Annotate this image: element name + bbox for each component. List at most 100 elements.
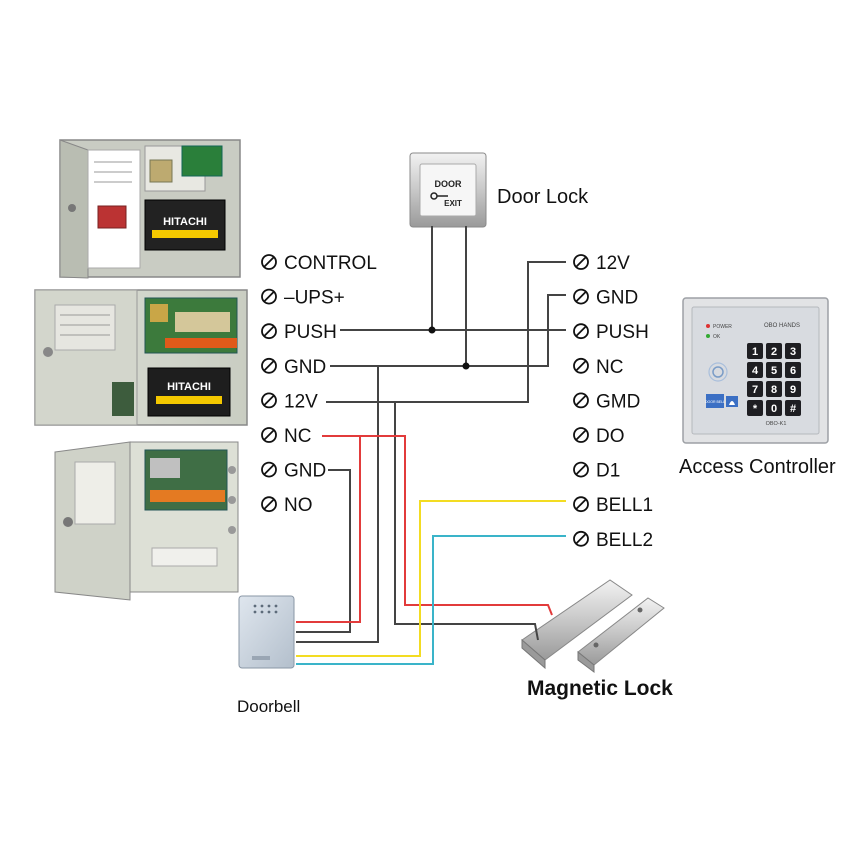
svg-text:0: 0 <box>771 403 777 415</box>
controller-terminal-d1-6: D1 <box>573 461 620 482</box>
psu-gnd2-to-lock <box>296 469 351 633</box>
wires <box>296 226 566 665</box>
screw-terminal-icon <box>261 254 277 270</box>
lock-icon <box>68 204 76 212</box>
controller-terminal-label: BELL2 <box>596 530 653 551</box>
psu-terminal-ups-1: –UPS+ <box>261 288 345 309</box>
controller-terminal-bell1-7: BELL1 <box>573 495 653 516</box>
screw-terminal-icon <box>573 392 589 409</box>
controller-terminal-nc-3: NC <box>573 357 623 378</box>
svg-text:4: 4 <box>752 365 759 377</box>
psu-terminal-label: PUSH <box>284 322 337 343</box>
screw-terminal-icon <box>573 530 589 547</box>
svg-text:9: 9 <box>790 384 796 396</box>
psu-terminal-12v-4: 12V <box>261 391 318 412</box>
screw-terminal-icon <box>573 496 589 513</box>
svg-text:7: 7 <box>752 384 758 396</box>
keypad-model: OBO-K1 <box>766 421 787 427</box>
psu-terminal-control-0: CONTROL <box>261 253 377 274</box>
svg-text:1: 1 <box>752 346 758 358</box>
screw-terminal-icon <box>261 496 277 513</box>
screw-terminal-icon <box>573 323 589 340</box>
svg-text:6: 6 <box>790 365 796 377</box>
svg-text:3: 3 <box>790 346 796 358</box>
ok-led <box>706 334 710 338</box>
keypad-key-5: 5 <box>766 362 782 378</box>
door-lock-label: Door Lock <box>497 186 589 208</box>
screw-terminal-icon <box>573 427 589 443</box>
keypad-brand: OBO HANDS <box>764 323 800 329</box>
psu-terminal-label: GND <box>284 461 326 482</box>
bell1-yellow <box>296 500 566 657</box>
keypad-key-8: 8 <box>766 381 782 397</box>
screw-terminal-icon <box>261 427 277 443</box>
exit-button-line1: DOOR <box>435 179 463 189</box>
controller-terminal-12v-0: 12V <box>573 253 630 274</box>
door-bell-button-label: DOOR BELL <box>705 400 725 404</box>
door-exit-button: DOOR EXIT <box>409 152 487 228</box>
keypad-key-3: 3 <box>785 343 801 359</box>
wire-junction-1 <box>462 362 470 370</box>
keypad-key-9: 9 <box>785 381 801 397</box>
keypad-key-2: 2 <box>766 343 782 359</box>
screw-terminal-icon <box>261 392 277 409</box>
psu-terminal-label: –UPS+ <box>284 288 345 309</box>
nc-red-to-doorbell <box>296 435 361 623</box>
battery <box>144 199 226 251</box>
controller-terminal-label: GND <box>596 288 638 309</box>
wire-junction-0 <box>428 326 436 334</box>
keypad-key-7: 7 <box>747 381 763 397</box>
controller-terminal-label: BELL1 <box>596 495 653 516</box>
controller-terminal-bell2-8: BELL2 <box>573 530 653 551</box>
keys-icon <box>112 382 134 416</box>
psu-terminal-push-2: PUSH <box>261 322 337 343</box>
power-supply-box-3 <box>54 441 239 601</box>
key-icon <box>430 192 448 200</box>
keypad-key-4: 4 <box>747 362 763 378</box>
access-controller-label: Access Controller <box>679 456 836 478</box>
svg-text:#: # <box>790 403 796 415</box>
controller-terminal-label: NC <box>596 357 623 378</box>
screw-terminal-icon <box>573 288 589 305</box>
magnetic-lock-device <box>521 579 665 673</box>
psu-gnd-to-doorbell <box>296 366 379 643</box>
rfid-icon <box>708 362 728 382</box>
keypad-key-star: * <box>747 400 763 416</box>
psu-terminal-gnd-3: GND <box>261 357 326 378</box>
screw-terminal-icon <box>261 323 277 340</box>
psu-terminal-block: CONTROL –UPS+ PUSH GND 12V NC GND NO <box>261 253 377 516</box>
keypad-key-6: 6 <box>785 362 801 378</box>
screw-terminal-icon <box>573 461 589 478</box>
svg-text:5: 5 <box>771 365 777 377</box>
lock-icon <box>43 347 53 357</box>
power-supply-box-2: HITACHI <box>34 289 248 426</box>
keypad-key-hash: # <box>785 400 801 416</box>
controller-terminal-gmd-4: GMD <box>573 391 640 412</box>
svg-text:*: * <box>753 403 758 415</box>
doorbell-label: Doorbell <box>237 697 300 716</box>
door-bell-button <box>706 394 724 408</box>
bell-icon <box>726 396 738 407</box>
psu-terminal-label: NC <box>284 426 311 447</box>
psu-terminal-label: NO <box>284 495 313 516</box>
exit-button-line2: EXIT <box>444 199 462 208</box>
bell2-cyan <box>296 535 566 665</box>
controller-terminal-do-5: DO <box>573 426 625 447</box>
controller-terminal-label: D1 <box>596 461 620 482</box>
controller-terminal-label: DO <box>596 426 625 447</box>
battery-brand: HITACHI <box>167 381 211 393</box>
screw-terminal-icon <box>261 461 277 478</box>
battery-brand: HITACHI <box>163 216 207 228</box>
battery <box>147 367 231 417</box>
screw-terminal-icon <box>261 288 277 305</box>
psu-12v-to-lock <box>394 402 539 641</box>
screw-terminal-icon <box>261 357 277 374</box>
psu-terminal-gnd-6: GND <box>261 461 326 482</box>
psu-terminal-no-7: NO <box>261 495 313 516</box>
svg-text:8: 8 <box>771 384 777 396</box>
12v-wire <box>326 261 566 403</box>
